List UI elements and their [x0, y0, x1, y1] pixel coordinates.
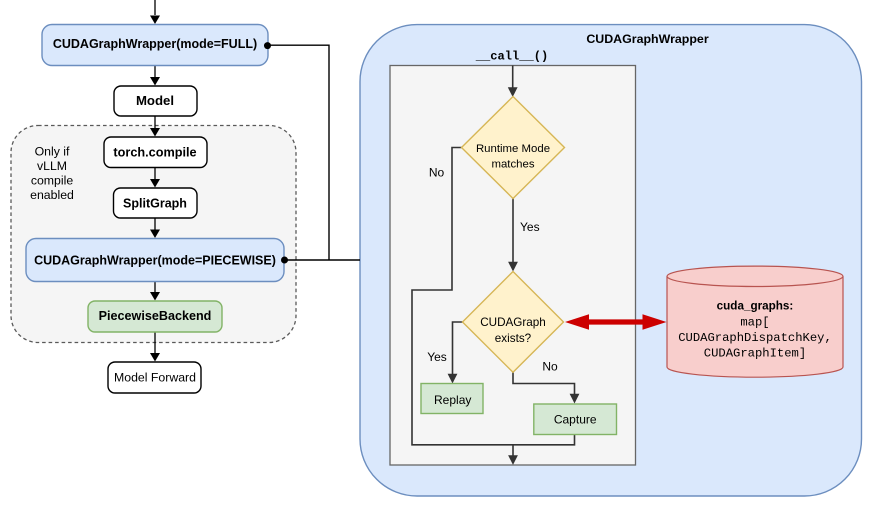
svg-text:compile: compile — [31, 174, 74, 188]
svg-text:matches: matches — [491, 159, 534, 171]
svg-text:CUDAGraphWrapper: CUDAGraphWrapper — [586, 32, 708, 46]
svg-text:Model: Model — [136, 93, 174, 108]
svg-text:PiecewiseBackend: PiecewiseBackend — [99, 309, 212, 323]
svg-text:torch.compile: torch.compile — [113, 146, 196, 160]
svg-text:SplitGraph: SplitGraph — [123, 197, 187, 211]
svg-text:CUDAGraphWrapper(mode=PIECEWIS: CUDAGraphWrapper(mode=PIECEWISE) — [34, 253, 276, 267]
svg-text:cuda_graphs:: cuda_graphs: — [717, 299, 794, 312]
svg-text:No: No — [542, 359, 558, 373]
svg-text:__call__(): __call__() — [475, 50, 549, 64]
svg-text:Replay: Replay — [434, 393, 471, 407]
svg-text:CUDAGraph: CUDAGraph — [480, 316, 546, 329]
svg-text:Capture: Capture — [554, 412, 597, 426]
svg-text:Model Forward: Model Forward — [114, 371, 196, 385]
svg-text:CUDAGraphDispatchKey,: CUDAGraphDispatchKey, — [678, 331, 832, 345]
svg-text:exists?: exists? — [495, 332, 532, 345]
svg-text:Runtime Mode: Runtime Mode — [476, 143, 550, 155]
svg-text:CUDAGraphItem]: CUDAGraphItem] — [704, 347, 806, 361]
svg-text:vLLM: vLLM — [37, 159, 67, 173]
svg-text:Yes: Yes — [427, 350, 447, 364]
svg-text:CUDAGraphWrapper(mode=FULL): CUDAGraphWrapper(mode=FULL) — [53, 37, 257, 51]
svg-text:Only if: Only if — [35, 145, 70, 159]
svg-text:enabled: enabled — [30, 188, 74, 202]
svg-text:Yes: Yes — [520, 220, 540, 234]
svg-text:No: No — [429, 165, 445, 179]
svg-text:map[: map[ — [740, 316, 769, 330]
